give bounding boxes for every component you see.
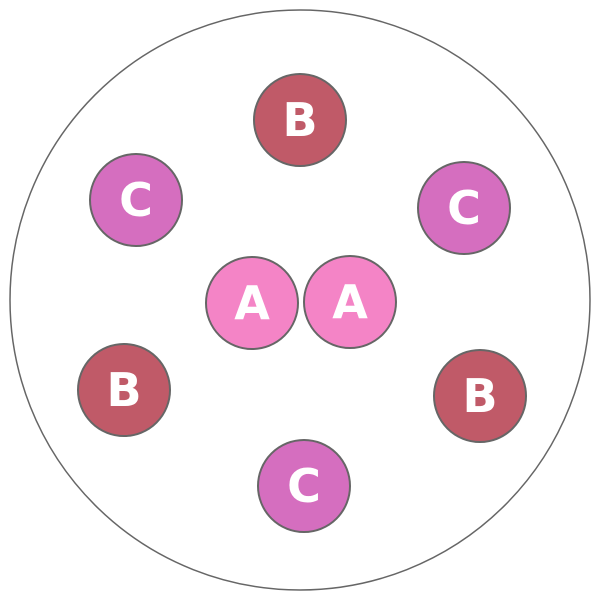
node-c: C xyxy=(417,161,511,255)
node-label: B xyxy=(106,363,141,417)
node-b: B xyxy=(433,349,527,443)
node-label: A xyxy=(234,276,270,330)
node-circle xyxy=(303,255,397,349)
node-circle xyxy=(253,73,347,167)
node-circle xyxy=(77,343,171,437)
node-circle xyxy=(89,153,183,247)
node-circle xyxy=(205,256,299,350)
node-label: B xyxy=(462,369,497,423)
node-a: A xyxy=(303,255,397,349)
node-label: C xyxy=(447,181,481,235)
node-b: B xyxy=(253,73,347,167)
node-circle xyxy=(433,349,527,443)
node-a: A xyxy=(205,256,299,350)
node-circle xyxy=(417,161,511,255)
node-label: C xyxy=(119,173,153,227)
node-label: B xyxy=(282,93,317,147)
node-label: A xyxy=(332,275,368,329)
node-label: C xyxy=(287,459,321,513)
node-circle xyxy=(257,439,351,533)
outer-circle xyxy=(9,9,591,591)
node-c: C xyxy=(257,439,351,533)
node-c: C xyxy=(89,153,183,247)
node-b: B xyxy=(77,343,171,437)
